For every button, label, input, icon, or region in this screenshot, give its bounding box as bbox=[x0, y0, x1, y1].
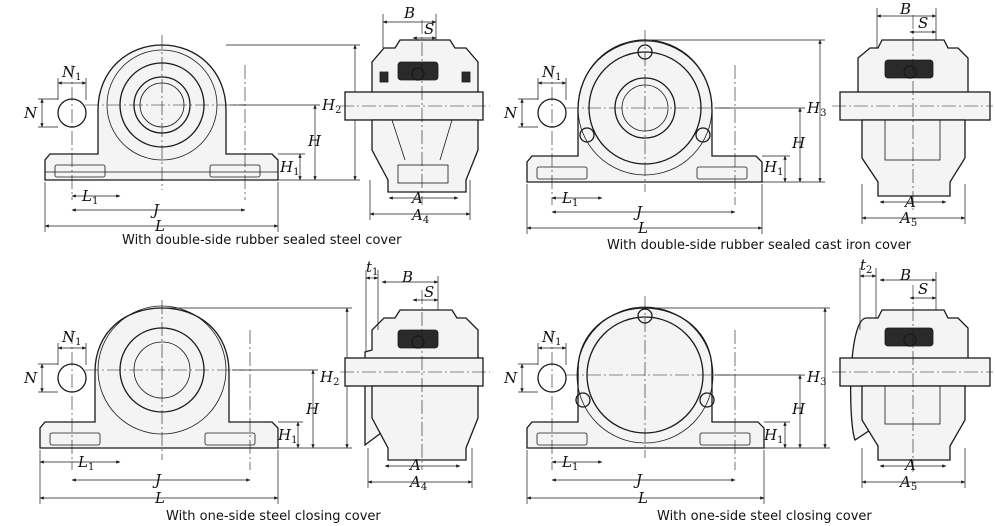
label-A-tr: A bbox=[903, 193, 916, 211]
label-B-bl: B bbox=[401, 268, 413, 286]
label-A5-br: A5 bbox=[898, 473, 917, 493]
caption-bottom-right: With one-side steel closing cover bbox=[657, 509, 872, 524]
label-H1-br: H1 bbox=[763, 426, 783, 446]
labels-bl-side: t1 B S A A4 bbox=[366, 258, 434, 493]
label-H1-bl: H1 bbox=[277, 426, 297, 446]
dimension-lines-tr-side bbox=[861, 8, 966, 224]
label-L1-br: L1 bbox=[561, 453, 578, 473]
dimension-lines-bl bbox=[38, 307, 352, 504]
caption-top-right: With double-side rubber sealed cast iron… bbox=[607, 238, 912, 253]
label-S-tr: S bbox=[918, 14, 928, 32]
caption-bottom-left: With one-side steel closing cover bbox=[166, 509, 381, 524]
label-N1-tl: N1 bbox=[61, 63, 82, 83]
label-S-tl: S bbox=[424, 20, 434, 38]
label-L1-bl: L1 bbox=[77, 453, 94, 473]
label-B-tl: B bbox=[403, 4, 415, 22]
dimension-lines-bl-side bbox=[365, 270, 473, 488]
label-N1-bl: N1 bbox=[61, 328, 82, 348]
bearing-side-view-tl bbox=[340, 20, 490, 205]
label-H-tr: H bbox=[791, 134, 806, 152]
label-A-br: A bbox=[903, 456, 916, 474]
label-L-bl: L bbox=[154, 489, 165, 507]
label-N-bl: N bbox=[23, 369, 38, 387]
label-H1-tl: H1 bbox=[279, 158, 299, 178]
bearing-side-view-bl bbox=[340, 290, 490, 470]
label-S-bl: S bbox=[424, 283, 434, 301]
pillow-block-front-view-br bbox=[526, 296, 765, 470]
label-B-br: B bbox=[899, 266, 911, 284]
label-J-br: J bbox=[633, 471, 643, 489]
label-A5-tr: A5 bbox=[898, 209, 917, 229]
label-H3-br: H3 bbox=[806, 368, 826, 388]
dimension-lines-br bbox=[518, 307, 830, 504]
label-J-tl: J bbox=[150, 201, 160, 219]
label-L1-tl: L1 bbox=[81, 187, 98, 207]
label-J-tr: J bbox=[633, 203, 643, 221]
labels-br-side: t2 B S A A5 bbox=[860, 256, 928, 493]
label-L-br: L bbox=[637, 489, 648, 507]
label-L1-tr: L1 bbox=[561, 189, 578, 209]
label-t2-br: t2 bbox=[860, 256, 872, 276]
label-H2-bl: H2 bbox=[319, 368, 339, 388]
bearing-side-view-br bbox=[832, 285, 993, 472]
label-A-bl: A bbox=[408, 456, 421, 474]
label-S-br: S bbox=[918, 280, 928, 298]
label-L-tr: L bbox=[637, 219, 648, 237]
label-N1-tr: N1 bbox=[541, 63, 562, 83]
label-N-tr: N bbox=[503, 104, 518, 122]
caption-top-left: With double-side rubber sealed steel cov… bbox=[122, 233, 402, 248]
dimension-lines-br-side bbox=[859, 268, 966, 488]
labels-tr-side: B S A A5 bbox=[898, 0, 928, 229]
pillow-block-front-view-tl bbox=[44, 35, 279, 200]
label-H3-tr: H3 bbox=[806, 99, 826, 119]
label-H2-tl: H2 bbox=[321, 96, 341, 116]
labels-br: N1 N H3 H H1 L1 J L With one-side steel … bbox=[503, 328, 872, 524]
label-A-tl: A bbox=[410, 189, 423, 207]
label-N1-br: N1 bbox=[541, 328, 562, 348]
label-J-bl: J bbox=[152, 471, 162, 489]
dimension-lines-tr bbox=[518, 39, 825, 234]
label-B-tr: B bbox=[899, 0, 911, 18]
label-H-bl: H bbox=[305, 400, 320, 418]
label-H1-tr: H1 bbox=[763, 158, 783, 178]
labels-tl: N1 N H2 H H1 L1 J L With double-side rub… bbox=[23, 63, 402, 248]
label-N-br: N bbox=[503, 369, 518, 387]
label-t1-bl: t1 bbox=[366, 258, 378, 278]
label-H-tl: H bbox=[307, 132, 322, 150]
dimension-lines-tl-side bbox=[369, 14, 471, 220]
labels-tr: N1 N H3 H H1 L1 J L With double-side rub… bbox=[503, 63, 912, 253]
label-L-tl: L bbox=[154, 217, 165, 235]
labels-bl: N1 N H2 H H1 L1 J L With one-side steel … bbox=[23, 328, 381, 524]
pillow-block-front-view-bl bbox=[39, 300, 279, 470]
label-N-tl: N bbox=[23, 104, 38, 122]
label-H-br: H bbox=[791, 400, 806, 418]
labels-tl-side: B S A A4 bbox=[403, 4, 434, 226]
pillow-block-front-view-tr bbox=[526, 30, 763, 205]
label-A4-bl: A4 bbox=[408, 473, 427, 493]
label-A4-tl: A4 bbox=[410, 206, 429, 226]
bearing-side-view-tr bbox=[832, 15, 993, 210]
